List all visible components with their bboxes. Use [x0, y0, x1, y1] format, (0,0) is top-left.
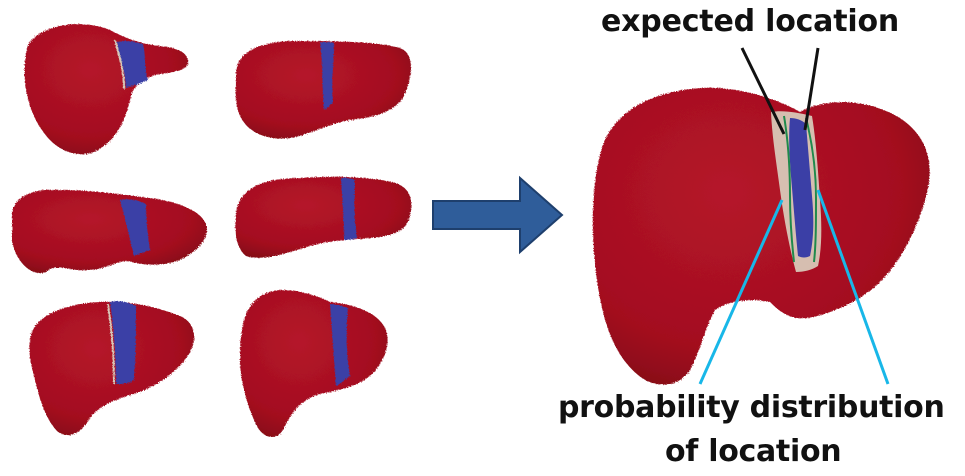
liver-6 — [240, 290, 388, 437]
liver-1 — [24, 24, 188, 154]
right-arrow-icon — [433, 178, 562, 252]
liver-5 — [29, 301, 194, 435]
liver-large — [593, 88, 930, 385]
liver-3 — [12, 190, 207, 273]
probability-distribution-label: probability distribution — [558, 390, 945, 425]
expected-location-label: expected location — [601, 4, 899, 39]
liver-2 — [236, 41, 411, 139]
of-location-label: of location — [665, 434, 841, 469]
liver-4 — [235, 177, 411, 258]
